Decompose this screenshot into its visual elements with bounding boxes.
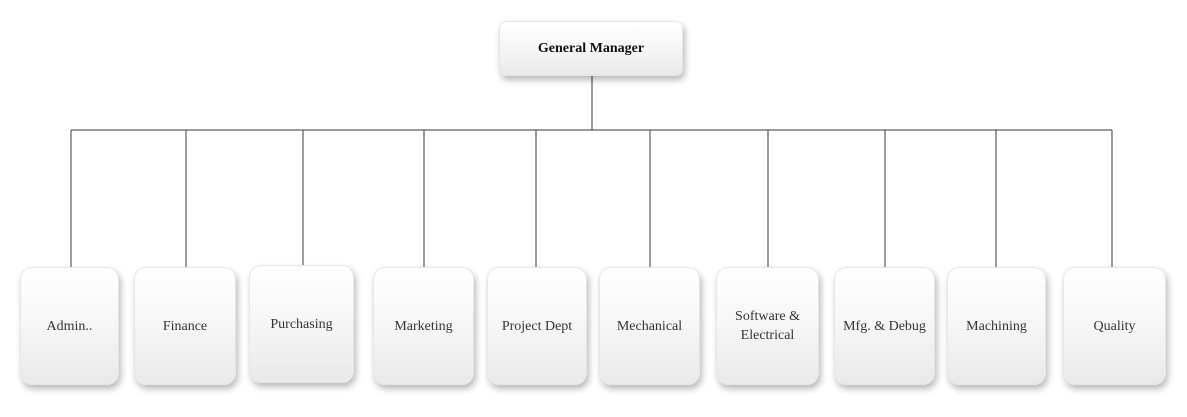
- quality-node: Quality: [1063, 267, 1166, 385]
- quality-label: Quality: [1093, 318, 1136, 334]
- mfg-debug-label: Mfg. & Debug: [843, 318, 926, 334]
- mechanical-node: Mechanical: [599, 267, 700, 385]
- project-dept-label: Project Dept: [501, 318, 573, 334]
- machining-node: Machining: [947, 267, 1046, 385]
- marketing-label: Marketing: [394, 318, 453, 334]
- software-electrical-label: Software & Electrical: [735, 309, 800, 343]
- marketing-node: Marketing: [373, 267, 474, 385]
- purchasing-node: Purchasing: [249, 265, 354, 383]
- machining-label: Machining: [966, 318, 1027, 334]
- finance-label: Finance: [162, 318, 208, 334]
- mfg-debug-node: Mfg. & Debug: [834, 267, 935, 385]
- project-dept-node: Project Dept: [487, 267, 587, 385]
- admin-label: Admin..: [46, 318, 93, 334]
- mechanical-label: Mechanical: [616, 318, 683, 334]
- software-electrical-node: Software & Electrical: [716, 267, 819, 385]
- finance-node: Finance: [134, 267, 236, 385]
- admin-node: Admin..: [20, 267, 119, 385]
- general-manager-node: General Manager: [499, 21, 683, 76]
- general-manager-label: General Manager: [537, 41, 645, 56]
- purchasing-label: Purchasing: [270, 316, 333, 332]
